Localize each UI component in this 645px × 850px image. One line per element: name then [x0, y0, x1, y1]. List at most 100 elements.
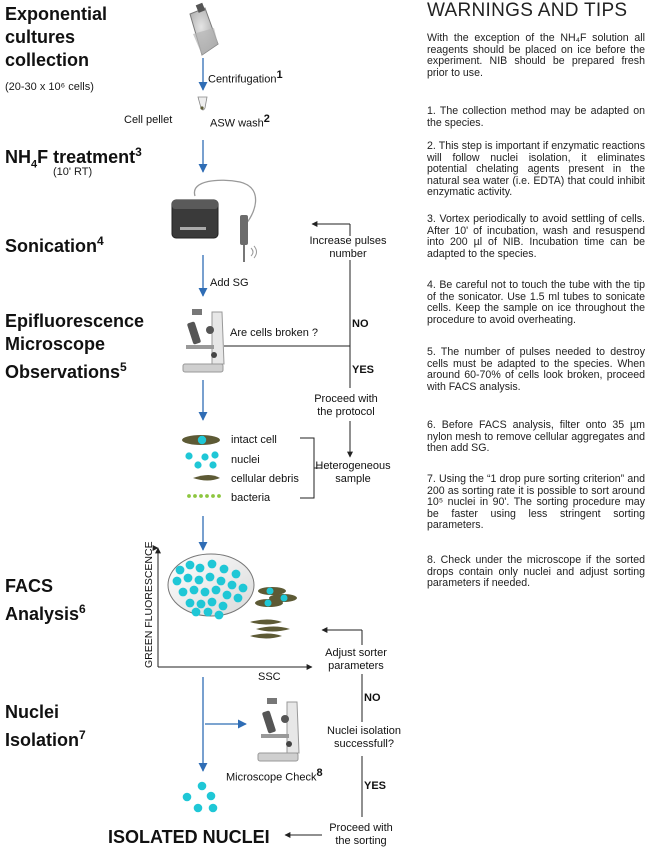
step-collection-line2: cultures	[5, 27, 76, 47]
microscope-check-label: Microscope Check8	[226, 767, 323, 785]
facs-nucleus-dot	[189, 585, 199, 595]
facs-nucleus-dot	[172, 576, 182, 586]
epi-line3: Observations	[5, 362, 121, 382]
facs-nucleus-dot	[195, 563, 205, 573]
nuclei-footnote: 7	[79, 728, 86, 742]
epi-footnote: 5	[120, 360, 127, 374]
nh4f-sub: 4	[31, 158, 38, 171]
facs-nucleus-dot	[207, 597, 217, 607]
nuclei-q-line1: Nuclei isolation	[327, 725, 401, 737]
microscope-check-text: Microscope Check	[226, 771, 317, 784]
facs-nucleus-dot	[218, 601, 228, 611]
sonication-footnote: 4	[97, 234, 104, 248]
facs-nucleus-dot	[207, 559, 217, 569]
microscope-check-footnote: 8	[316, 767, 323, 779]
legend-bacteria: bacteria	[231, 492, 271, 504]
tip-5: 5. The number of pulses needed to destro…	[427, 346, 645, 393]
step-facs-title: FACS Analysis6	[5, 575, 86, 626]
nuclei-line1: Nuclei	[5, 702, 60, 722]
facs-nucleus-dot	[185, 598, 195, 608]
facs-footnote: 6	[79, 602, 86, 616]
step-epifluorescence-title: Epifluorescence Microscope Observations5	[5, 310, 144, 384]
sonicator-icon	[171, 179, 257, 262]
epi-line1: Epifluorescence	[5, 311, 145, 331]
facs-nucleus-dot	[219, 564, 229, 574]
increase-line2: number	[329, 248, 367, 260]
centrifugation-text: Centrifugation	[208, 73, 277, 86]
facs-nucleus-dot	[203, 607, 213, 617]
proceed-sorting-label: Proceed with the sorting	[316, 822, 406, 848]
isolated-nuclei-dots	[182, 781, 218, 813]
microscope-icon	[182, 309, 225, 373]
tip-6: 6. Before FACS analysis, filter onto 35 …	[427, 419, 645, 455]
step-nh4f-title: NH4F treatment3	[5, 141, 142, 177]
facs-nucleus-dot	[211, 585, 221, 595]
adjust-line2: parameters	[328, 660, 384, 672]
facs-line1: FACS	[5, 576, 54, 596]
asw-footnote: 2	[263, 113, 270, 125]
increase-pulses-label: Increase pulses number	[298, 235, 398, 261]
proceed-protocol-label: Proceed with the protocol	[296, 393, 396, 419]
heterogeneous-line2: sample	[335, 473, 371, 485]
facs-nucleus-dot	[205, 572, 215, 582]
heterogeneous-line1: Heterogeneous	[315, 460, 391, 472]
heterogeneous-sample-label: Heterogeneous sample	[303, 460, 403, 486]
nuclei-isolation-question: Nuclei isolation successfull?	[312, 725, 416, 751]
facs-nuclei-cluster	[172, 559, 248, 620]
facs-nucleus-dot	[233, 593, 243, 603]
no-label-2: NO	[364, 692, 381, 704]
facs-nucleus-dot	[191, 607, 201, 617]
step-collection-line1: Exponential	[5, 4, 108, 24]
microscope-check-icon	[257, 698, 300, 762]
proceed-line1: Proceed with	[314, 393, 378, 405]
asw-wash-label: ASW wash2	[210, 113, 270, 131]
tip-8: 8. Check under the microscope if the sor…	[427, 554, 645, 590]
nh4f-nh: NH	[5, 147, 31, 167]
tip-3: 3. Vortex periodically to avoid settling…	[427, 213, 645, 260]
proceed-sort-line1: Proceed with	[329, 822, 393, 834]
facs-nucleus-dot	[185, 560, 195, 570]
facs-nucleus-dot	[194, 575, 204, 585]
step-sonication-title: Sonication4	[5, 230, 104, 258]
facs-line2: Analysis	[5, 604, 80, 624]
facs-nucleus-dot	[214, 610, 224, 620]
facs-nucleus-dot	[222, 590, 232, 600]
tip-2: 2. This step is important if enzymatic r…	[427, 140, 645, 199]
nuclei-q-line2: successfull?	[334, 738, 394, 750]
facs-debris	[250, 619, 290, 639]
adjust-sorter-label: Adjust sorter parameters	[312, 647, 400, 673]
legend-cellular-debris: cellular debris	[231, 473, 299, 485]
facs-plot	[155, 547, 313, 670]
culture-flask-icon	[189, 2, 219, 56]
intact-cell-icon	[182, 435, 220, 445]
step-collection-title: Exponential cultures collection	[5, 3, 107, 72]
facs-intact-cells	[255, 587, 297, 607]
facs-nucleus-dot	[238, 583, 248, 593]
legend-nuclei: nuclei	[231, 454, 260, 466]
tip-1: 1. The collection method may be adapted …	[427, 105, 645, 129]
step-nuclei-isolation-title: Nuclei Isolation7	[5, 701, 86, 752]
final-isolated-nuclei: ISOLATED NUCLEI	[108, 827, 270, 847]
centrifugation-footnote: 1	[276, 69, 283, 81]
step-collection-line3: collection	[5, 50, 90, 70]
facs-nucleus-dot	[196, 599, 206, 609]
nh4f-rest: F treatment	[37, 147, 136, 167]
increase-line1: Increase pulses	[309, 235, 387, 247]
proceed-line2: the protocol	[317, 406, 375, 418]
centrifugation-label: Centrifugation1	[208, 69, 283, 87]
facs-nucleus-dot	[200, 587, 210, 597]
no-label-1: NO	[352, 318, 369, 330]
tip-intro: With the exception of the NH₄F solution …	[427, 32, 645, 79]
nuclei-legend-icon	[185, 451, 219, 469]
add-sg-label: Add SG	[210, 277, 249, 289]
epi-line2: Microscope	[5, 334, 106, 354]
yes-label-2: YES	[364, 780, 387, 792]
facs-y-axis-label: GREEN FLUORESCENCE	[143, 541, 155, 668]
facs-nucleus-dot	[231, 569, 241, 579]
tip-4: 4. Be careful not to touch the tube with…	[427, 279, 645, 326]
yes-label-1: YES	[352, 364, 375, 376]
facs-nucleus-dot	[175, 565, 185, 575]
step-collection-note: (20-30 x 10⁶ cells)	[5, 81, 94, 93]
facs-nucleus-dot	[227, 580, 237, 590]
cell-pellet-label: Cell pellet	[124, 114, 173, 126]
